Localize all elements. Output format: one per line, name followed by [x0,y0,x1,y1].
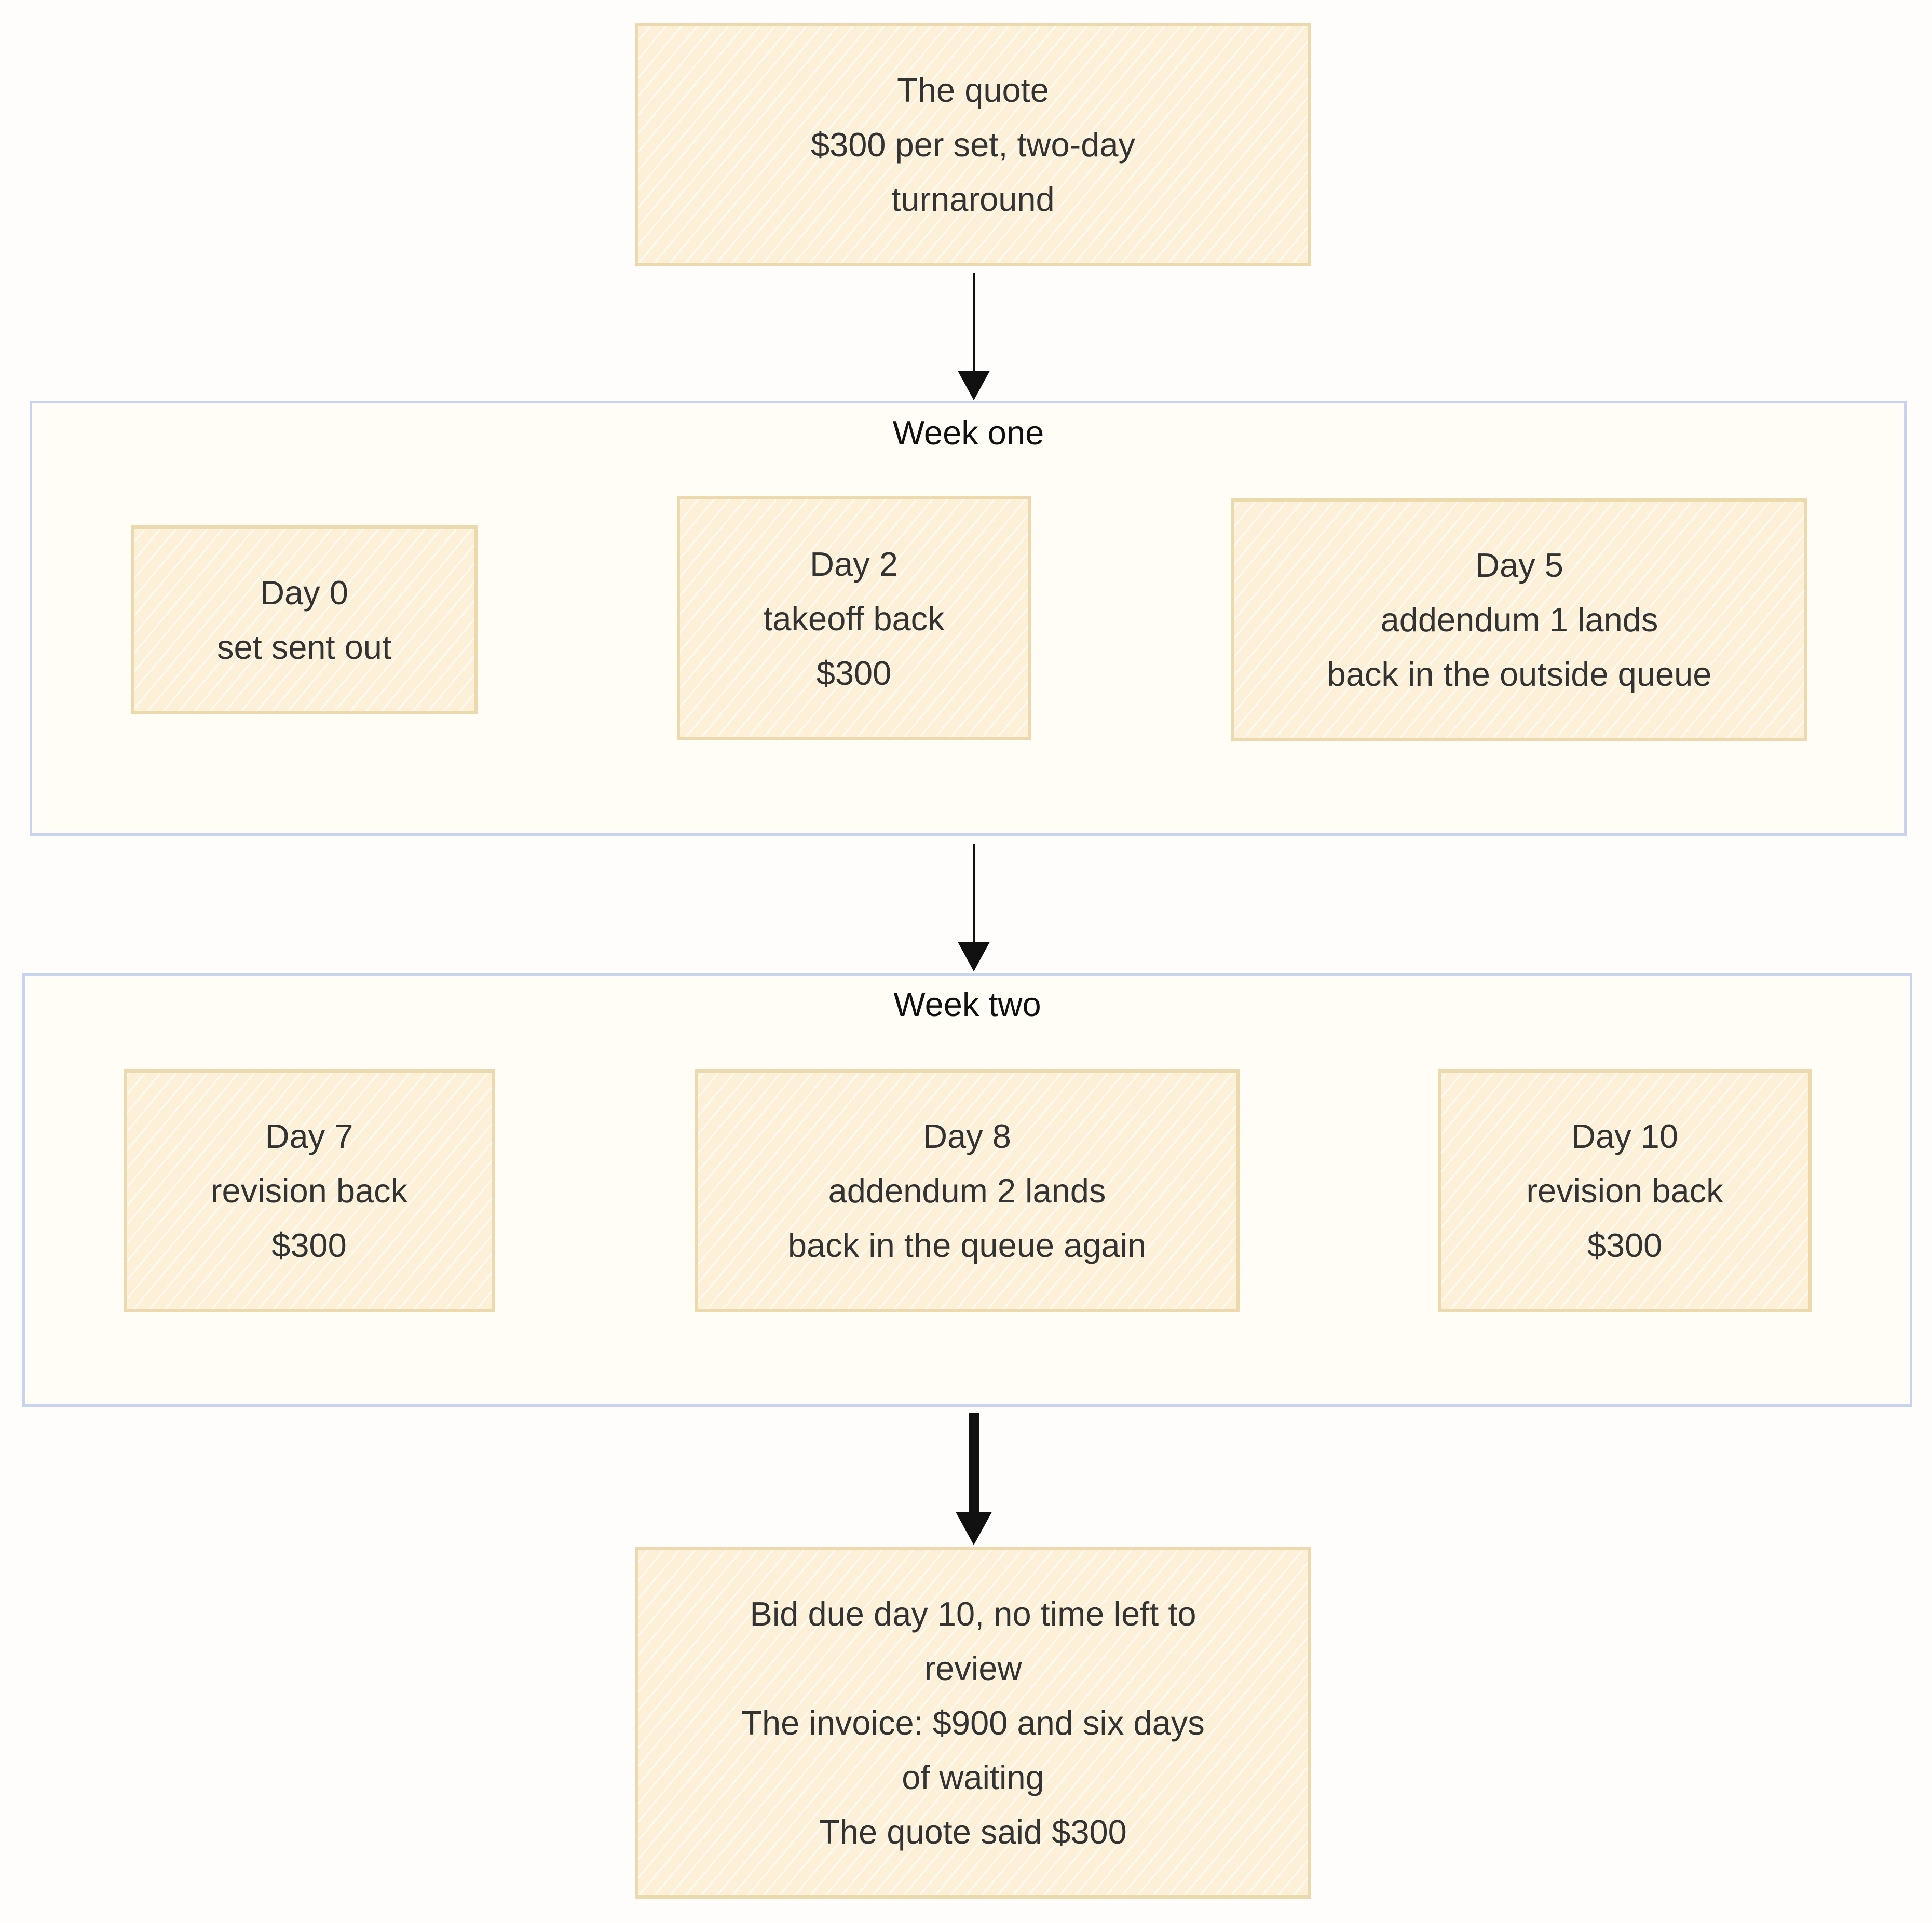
arrow-quote-to-week-one-head [958,371,990,401]
day-0-label: Day 0 [260,573,348,612]
day-8-status: back in the queue again [787,1226,1147,1264]
day-0-node: Day 0 set sent out [131,525,478,714]
day-5-detail: addendum 1 lands [1380,601,1658,639]
day-10-label: Day 10 [1571,1117,1678,1155]
day-2-node: Day 2 takeoff back $300 [677,496,1031,740]
day-8-detail: addendum 2 lands [828,1172,1106,1210]
day-7-label: Day 7 [265,1117,353,1155]
outcome-line-3: The invoice: $900 and six days [741,1704,1205,1742]
outcome-line-2: review [924,1649,1022,1687]
day-10-node: Day 10 revision back $300 [1438,1069,1812,1312]
week-one-title: Week one [892,414,1044,452]
arrow-week-two-to-outcome-head [956,1512,992,1546]
day-0-detail: set sent out [216,628,392,666]
day-8-label: Day 8 [923,1117,1011,1155]
day-10-detail: revision back [1526,1172,1723,1210]
day-5-label: Day 5 [1475,546,1563,584]
arrow-quote-to-week-one [958,273,990,401]
day-10-cost: $300 [1587,1226,1663,1264]
day-7-detail: revision back [210,1172,408,1210]
outcome-line-4: of waiting [902,1758,1044,1796]
quote-node: The quote $300 per set, two-day turnarou… [635,23,1311,266]
arrow-week-one-to-week-two-head [958,942,990,972]
day-7-cost: $300 [271,1226,347,1264]
day-5-status: back in the outside queue [1327,655,1712,693]
day-2-label: Day 2 [810,545,898,583]
quote-line-2: turnaround [891,180,1055,218]
outcome-line-5: The quote said $300 [819,1813,1127,1851]
day-5-node: Day 5 addendum 1 lands back in the outsi… [1231,498,1807,741]
day-8-node: Day 8 addendum 2 lands back in the queue… [695,1069,1240,1312]
outcome-line-1: Bid due day 10, no time left to [750,1595,1196,1633]
day-2-cost: $300 [816,654,892,692]
day-2-detail: takeoff back [763,599,945,638]
day-7-node: Day 7 revision back $300 [124,1069,495,1312]
quote-title: The quote [897,71,1049,109]
quote-line-1: $300 per set, two-day [810,126,1136,164]
outcome-node: Bid due day 10, no time left to review T… [635,1547,1311,1899]
arrow-week-two-to-outcome [956,1413,992,1546]
week-two-title: Week two [893,985,1041,1023]
arrow-week-one-to-week-two [958,844,990,972]
